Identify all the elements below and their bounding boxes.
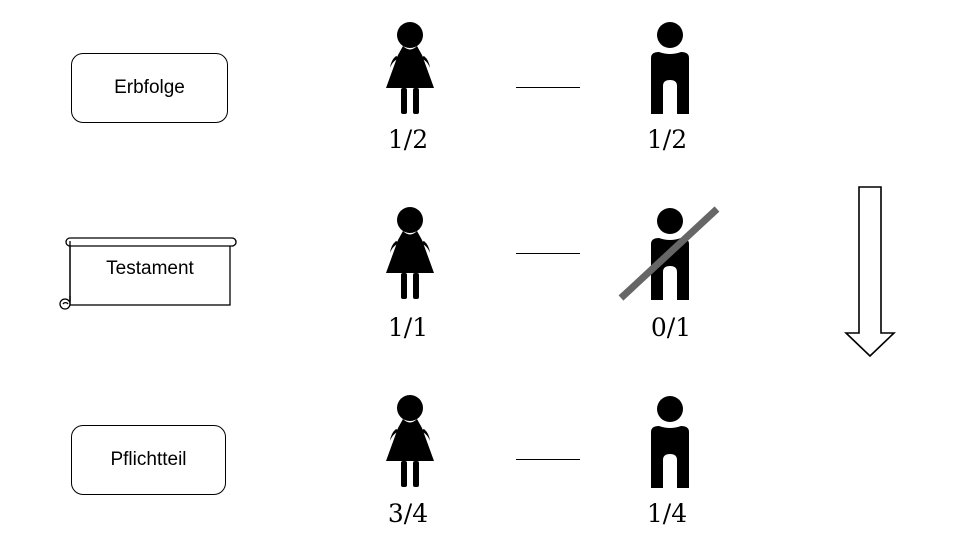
right-share: 1/2 [646,125,688,154]
man-icon [651,396,689,488]
connector-line [516,253,580,254]
erbfolge-label: Erbfolge [114,77,185,98]
right-share: 0/1 [650,313,692,342]
erbfolge-box: Erbfolge [71,53,228,123]
connector-line [516,459,580,460]
left-share: 1/1 [387,313,429,342]
woman-icon [386,22,434,114]
connector-line [516,87,580,88]
pflichtteil-box: Pflichtteil [71,425,226,495]
strike-through-line [618,206,720,301]
testament-label: Testament [106,258,194,279]
testament-scroll-icon [59,237,237,310]
woman-icon [386,207,434,299]
pflichtteil-label: Pflichtteil [110,449,187,470]
man-icon [651,22,689,114]
left-share: 3/4 [387,499,429,528]
arrow-down-icon [844,186,896,358]
right-share: 1/4 [646,499,688,528]
woman-icon [386,395,434,487]
left-share: 1/2 [387,125,429,154]
man-icon [651,208,689,300]
